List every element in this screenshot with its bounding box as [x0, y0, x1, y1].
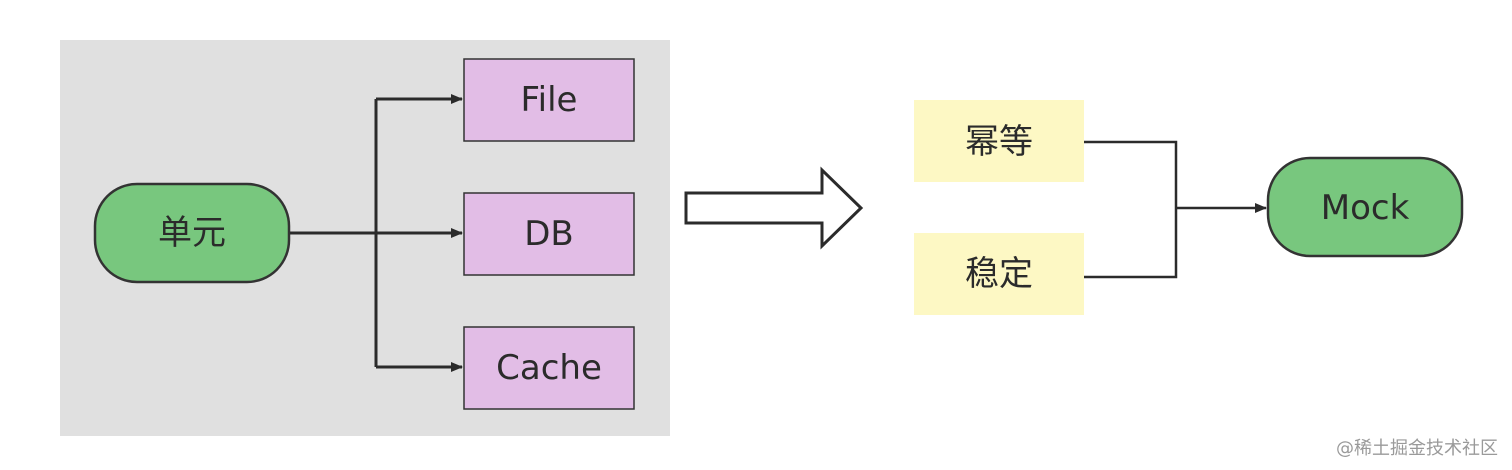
input-node-shape [914, 233, 1084, 315]
target-node-cache: Cache [463, 326, 635, 410]
target-node-label: Cache [496, 348, 602, 388]
result-node: Mock [1266, 156, 1464, 258]
target-node-db: DB [463, 192, 635, 276]
result-node-shape [1266, 156, 1464, 258]
target-node-label: DB [524, 214, 574, 254]
merge-connectors [1084, 140, 1267, 279]
watermark: @稀土掘金技术社区 [1336, 438, 1498, 459]
branch-connectors [289, 94, 463, 372]
input-node-shape [914, 100, 1084, 182]
source-node-label: 单元 [158, 213, 226, 253]
target-node-shape [463, 326, 635, 410]
input-node-idempotent: 幂等 [914, 100, 1084, 182]
source-node: 单元 [93, 182, 291, 284]
target-node-shape [463, 192, 635, 276]
input-node-label: 幂等 [965, 122, 1033, 162]
target-node-file: File [463, 58, 635, 142]
target-node-label: File [521, 80, 578, 120]
target-node-shape [463, 58, 635, 142]
transition-arrow-icon [684, 166, 864, 250]
source-node-shape [93, 182, 291, 284]
input-node-label: 稳定 [965, 254, 1033, 294]
result-node-label: Mock [1321, 188, 1410, 228]
input-node-stable: 稳定 [914, 233, 1084, 315]
